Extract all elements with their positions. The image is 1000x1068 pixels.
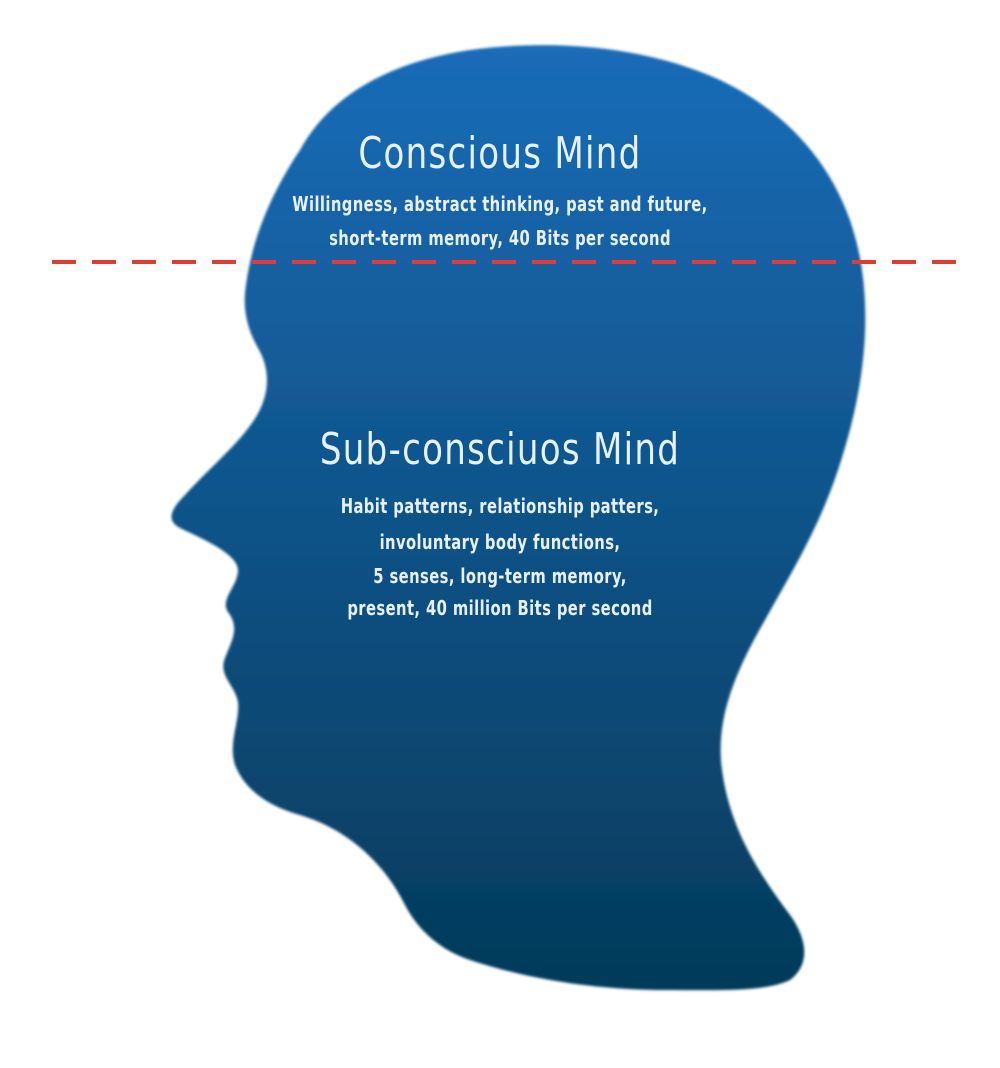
- subconscious-mind-title: Sub-consciuos Mind: [319, 424, 681, 475]
- conscious-mind-line-1: Willingness, abstract thinking, past and…: [292, 192, 708, 216]
- subconscious-mind-line-3: 5 senses, long-term memory,: [373, 564, 627, 588]
- conscious-mind-title: Conscious Mind: [358, 128, 642, 179]
- conscious-mind-line-2: short-term memory, 40 Bits per second: [329, 226, 671, 250]
- subconscious-mind-line-4: present, 40 million Bits per second: [347, 596, 653, 620]
- subconscious-mind-line-1: Habit patterns, relationship patters,: [340, 494, 660, 518]
- subconscious-mind-line-2: involuntary body functions,: [379, 530, 621, 554]
- head-silhouette: [171, 45, 866, 991]
